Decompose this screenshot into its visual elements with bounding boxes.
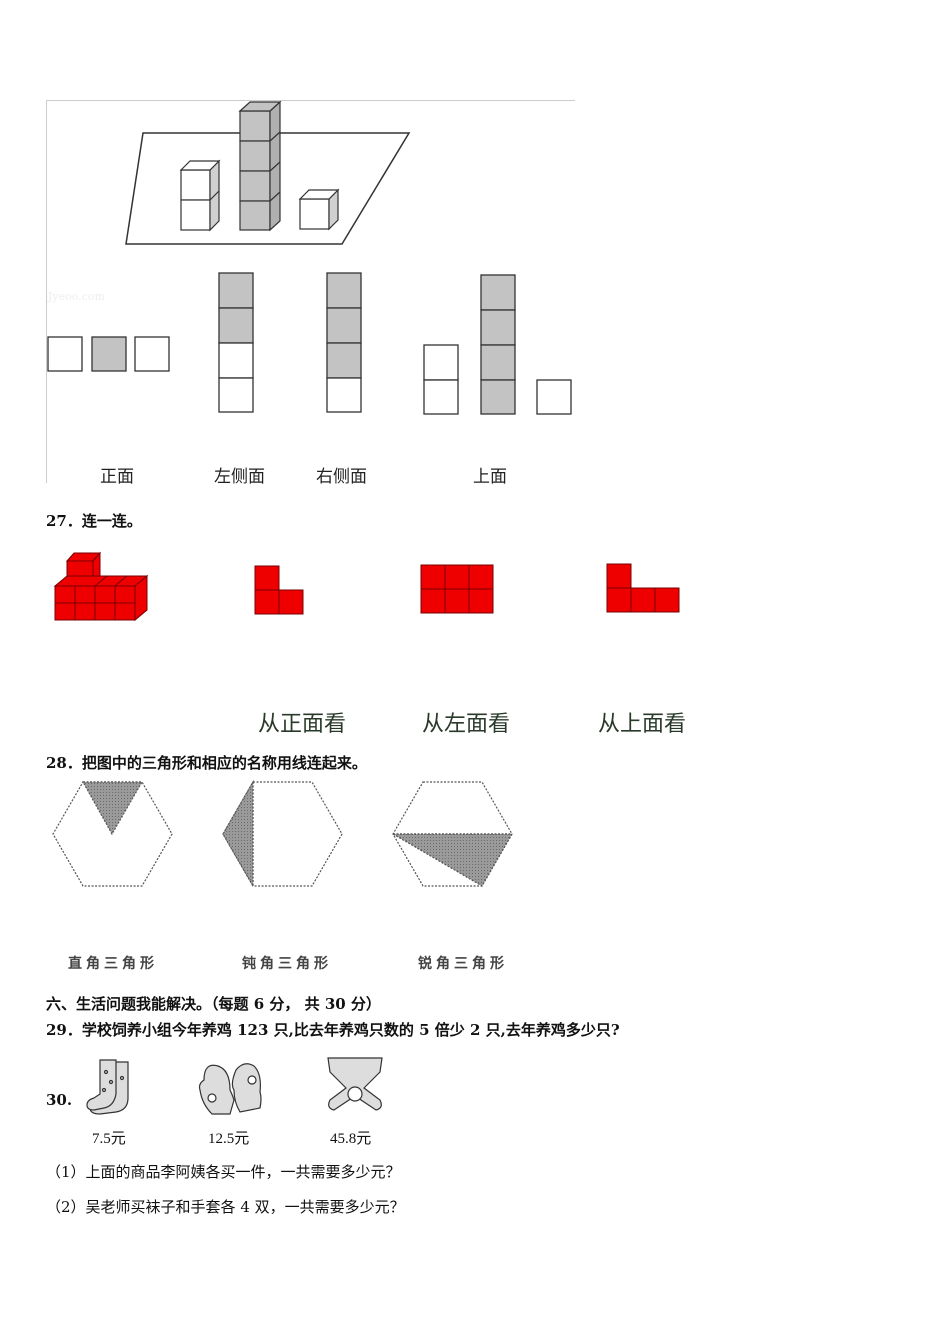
label-top: 上面 — [473, 467, 507, 487]
q27-red-cube-shape — [53, 551, 149, 622]
q30-sub2: （2）吴老师买袜子和手套各 4 双，一共需要多少元？ — [46, 1198, 405, 1216]
mittens-icon — [198, 1063, 262, 1115]
sock-icon — [86, 1059, 129, 1115]
q28-title: 28．把图中的三角形和相应的名称用线连起来。 — [46, 754, 367, 772]
q30-number: 30. — [46, 1091, 73, 1109]
price-scarf: 45.8元 — [330, 1131, 372, 1147]
label-acute-triangle: 锐角三角形 — [418, 956, 508, 972]
scarf-icon — [327, 1057, 383, 1111]
q26-view-drawings — [47, 272, 572, 415]
q27-view-c — [606, 563, 680, 613]
label-right-triangle: 直角三角形 — [68, 956, 158, 972]
q29-text: 29．学校饲养小组今年养鸡 123 只,比去年养鸡只数的 5 倍少 2 只,去年… — [46, 1021, 620, 1039]
label-front: 正面 — [100, 467, 134, 487]
q30-sub1: （1）上面的商品李阿姨各买一件，一共需要多少元？ — [46, 1163, 401, 1181]
price-sock: 7.5元 — [92, 1131, 126, 1147]
q26-figure-frame — [46, 100, 575, 483]
watermark: Jyeoo.com — [48, 290, 105, 303]
label-from-left: 从左面看 — [422, 712, 511, 737]
q27-title: 27．连一连。 — [46, 512, 142, 530]
q27-view-a — [254, 565, 304, 615]
label-left-side: 左侧面 — [214, 467, 265, 487]
label-from-top: 从上面看 — [598, 712, 687, 737]
label-obtuse-triangle: 钝角三角形 — [242, 956, 332, 972]
q27-view-b — [420, 564, 494, 614]
label-right-side: 右侧面 — [316, 467, 367, 487]
q26-cube-arrangement — [125, 100, 411, 245]
label-from-front: 从正面看 — [258, 712, 347, 737]
q28-hexagons — [52, 780, 514, 889]
section6-heading: 六、生活问题我能解决。（每题 6 分， 共 30 分） — [46, 995, 381, 1013]
price-mittens: 12.5元 — [208, 1131, 250, 1147]
